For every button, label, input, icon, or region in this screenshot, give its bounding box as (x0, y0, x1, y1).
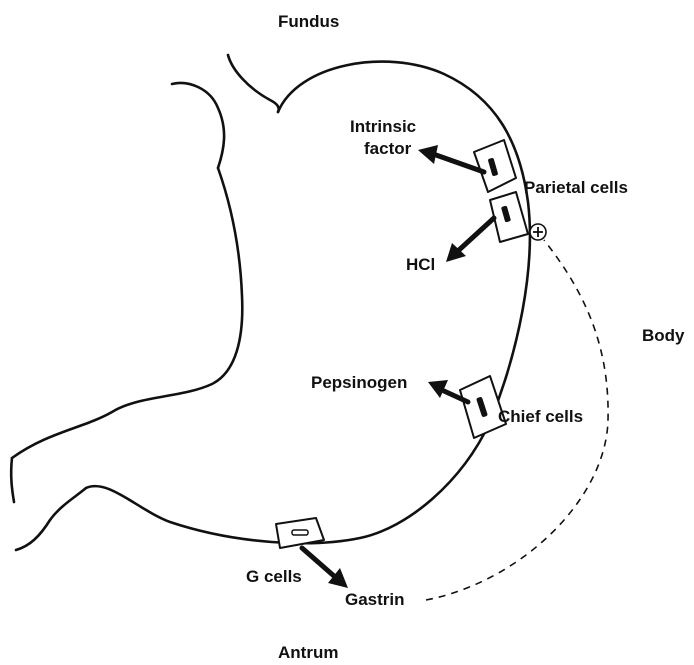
arrow-intrinsic-factor (418, 145, 484, 172)
greater-curvature (86, 62, 530, 544)
label-g-cells: G cells (246, 567, 302, 586)
esophagus-left-wall (172, 83, 224, 168)
label-chief-cells: Chief cells (498, 407, 583, 426)
duodenum-upper-wall (11, 458, 14, 502)
stimulation-plus-icon (530, 224, 546, 240)
arrow-gastrin (302, 548, 348, 588)
parietal-cell-upper (474, 140, 516, 192)
arrow-hcl (446, 218, 494, 262)
label-intrinsic-factor-line2: factor (364, 139, 412, 158)
arrow-intrinsic-factor-head (418, 145, 438, 164)
region-label-body: Body (642, 326, 685, 345)
label-intrinsic-factor-line1: Intrinsic (350, 117, 416, 136)
label-pepsinogen: Pepsinogen (311, 373, 407, 392)
arrow-gastrin-shaft (302, 548, 334, 576)
region-label-fundus: Fundus (278, 12, 339, 31)
g-cell-nucleus (292, 530, 308, 535)
duodenum-lower-wall (16, 488, 86, 550)
stomach-outline (11, 55, 530, 550)
lesser-curvature-inner (12, 168, 242, 458)
arrow-hcl-shaft (459, 218, 494, 250)
label-gastrin: Gastrin (345, 590, 405, 609)
esophagus-right-wall (228, 55, 279, 112)
label-parietal-cells: Parietal cells (524, 178, 628, 197)
region-label-antrum: Antrum (278, 643, 338, 662)
label-hcl: HCl (406, 255, 435, 274)
